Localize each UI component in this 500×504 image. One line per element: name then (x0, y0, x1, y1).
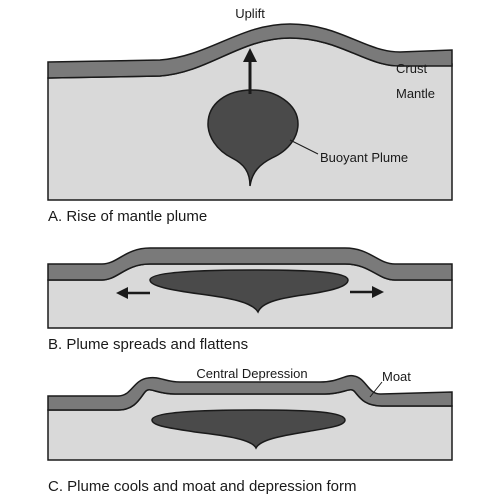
panel-b-left-arrow-head (116, 287, 128, 299)
panel-b-crust (47, 247, 453, 281)
panel-b-plume (149, 269, 349, 314)
uplift-label: Uplift (235, 6, 265, 21)
panel-b: B. Plume spreads and flattens (47, 247, 453, 353)
panel-c-caption: C. Plume cools and moat and depression f… (48, 478, 357, 495)
panel-a: Uplift Crust Mantle Buoyant Plume A. Ris… (47, 6, 453, 225)
panel-a-uplift-arrow-head (243, 48, 257, 62)
panel-a-crust (47, 23, 453, 79)
central-depression-label: Central Depression (196, 366, 307, 381)
panel-c-moat-leader (369, 381, 383, 398)
panel-c: Central Depression Moat C. Plume cools a… (47, 366, 453, 495)
panel-b-caption: B. Plume spreads and flattens (48, 336, 248, 353)
panel-a-caption: A. Rise of mantle plume (48, 208, 207, 225)
crust-label: Crust (396, 61, 427, 76)
panel-a-plume-leader (289, 139, 319, 155)
buoyant-plume-label: Buoyant Plume (320, 150, 408, 165)
panel-c-plume (151, 409, 346, 450)
mantle-label: Mantle (396, 86, 435, 101)
panel-c-crust (47, 374, 453, 411)
panel-b-right-arrow-head (372, 286, 384, 298)
moat-label: Moat (382, 369, 411, 384)
panel-a-plume (207, 89, 299, 187)
